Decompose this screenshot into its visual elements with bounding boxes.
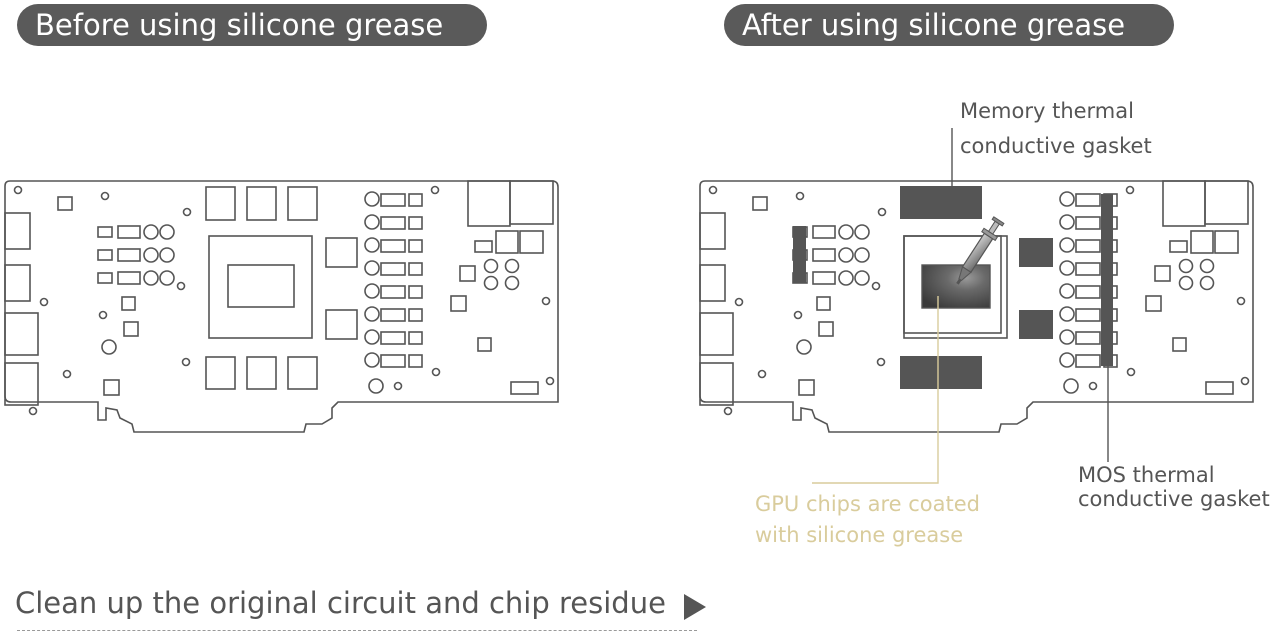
mosfet [325, 309, 358, 340]
memory-chip [205, 186, 236, 221]
footer-caption: Clean up the original circuit and chip r… [15, 586, 666, 620]
memory-thermal-pad-bottom [900, 356, 982, 389]
memory-thermal-pad-top [900, 186, 982, 219]
mos-callout-line1: MOS thermal [1078, 463, 1215, 487]
mos-thermal-pad [1101, 194, 1113, 366]
board-after [699, 180, 1254, 433]
gpu-bracket [903, 235, 1002, 334]
memory-callout-line2: conductive gasket [960, 134, 1152, 158]
gpu-grease [921, 264, 991, 309]
mosfet-pad [1019, 238, 1053, 267]
side-thermal-pad [793, 226, 806, 283]
after-header: After using silicone grease [724, 4, 1174, 46]
play-arrow-icon [684, 594, 706, 620]
memory-chip [246, 356, 277, 390]
mosfet-pad [1019, 310, 1053, 339]
memory-chip [287, 356, 318, 390]
gpu-callout-line [812, 296, 939, 484]
grease-syringe-icon [956, 216, 1005, 285]
memory-chip [287, 186, 318, 221]
footer-divider [17, 630, 697, 631]
gpu-die [227, 264, 295, 308]
gpu-callout-line2: with silicone grease [755, 523, 964, 547]
memory-chip [205, 356, 236, 390]
gpu-callout-line1: GPU chips are coated [755, 492, 981, 516]
board-before [4, 180, 559, 433]
mosfet [325, 237, 358, 268]
before-header: Before using silicone grease [17, 4, 487, 46]
memory-chip [246, 186, 277, 221]
memory-callout-line1: Memory thermal [960, 99, 1134, 123]
mos-callout-line2: conductive gasket [1078, 487, 1270, 511]
